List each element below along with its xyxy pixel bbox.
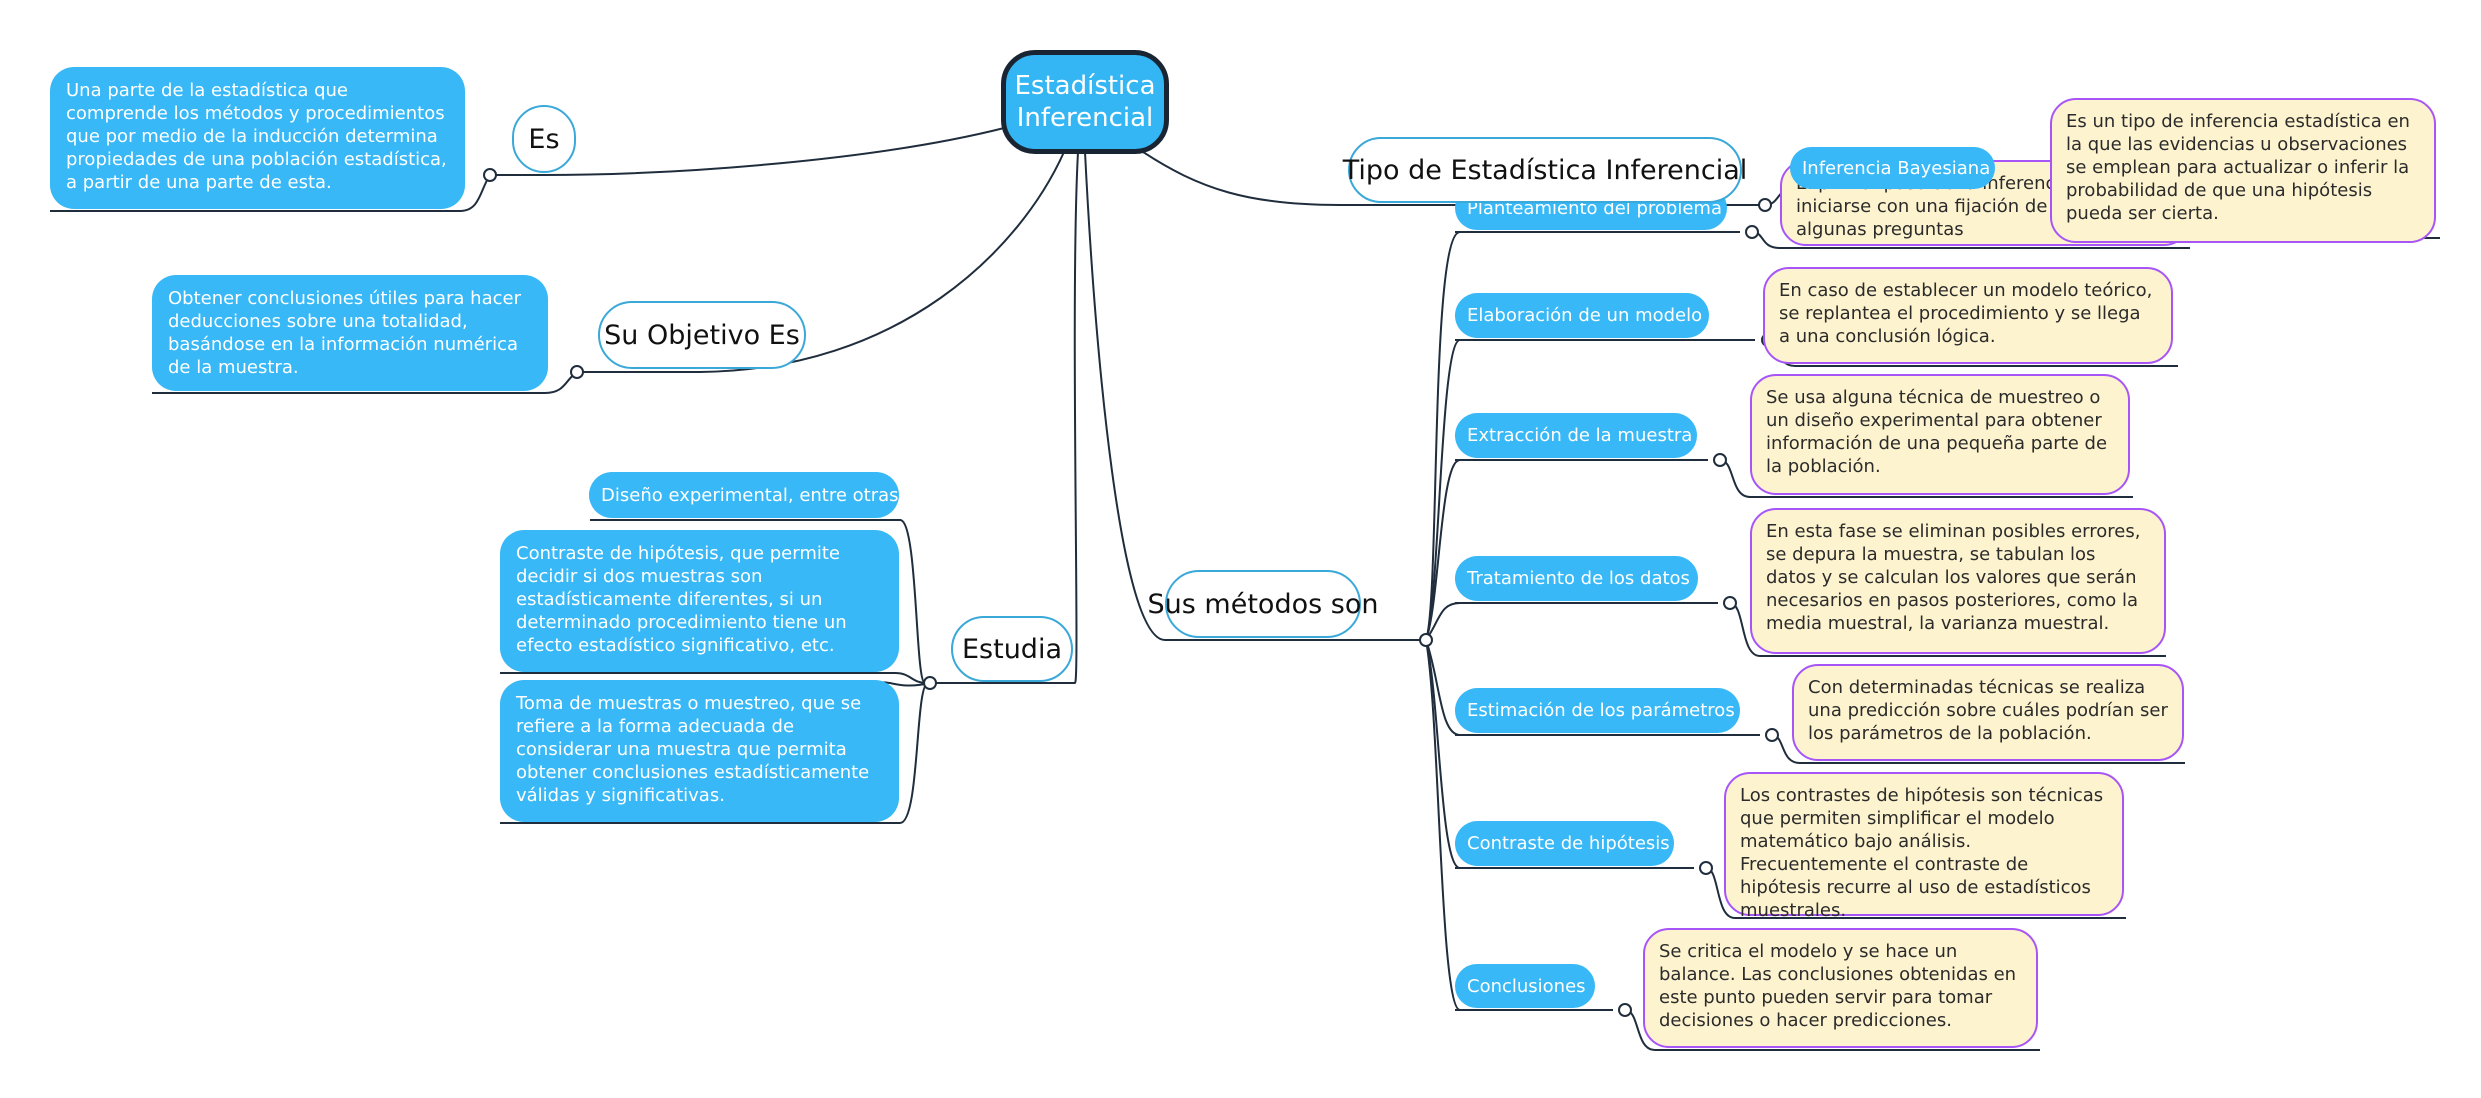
tipo-bayesiana-note-text: Es un tipo de inferencia estadística en … [2066,111,2410,224]
method-contraste-note[interactable]: Los contrastes de hipótesis son técnicas… [1724,772,2124,921]
tipo-bayesiana-label: Inferencia Bayesiana [1802,157,1991,179]
method-extraccion-note-text: Se usa alguna técnica de muestreo o un d… [1766,387,2108,477]
method-contraste-note-text: Los contrastes de hipótesis son técnicas… [1740,785,2104,921]
method-extraccion[interactable]: Extracción de la muestra [1455,413,1697,458]
branch-tipo-label: Tipo de Estadística Inferencial [1342,154,1748,186]
method-modelo-note-text: En caso de establecer un modelo teórico,… [1779,280,2153,347]
method-conclusiones-note-text: Se critica el modelo y se hace un balanc… [1659,941,2017,1031]
method-estimacion[interactable]: Estimación de los parámetros [1455,688,1740,733]
method-estimacion-note[interactable]: Con determinadas técnicas se realiza una… [1792,664,2184,761]
method-estimacion-note-text: Con determinadas técnicas se realiza una… [1808,677,2168,744]
root-node[interactable]: Estadística Inferencial [1001,50,1169,154]
method-modelo-note[interactable]: En caso de establecer un modelo teórico,… [1763,267,2173,364]
method-tratamiento[interactable]: Tratamiento de los datos [1455,556,1698,601]
method-contraste-label: Contraste de hipótesis [1467,833,1670,854]
estudia-item-contraste[interactable]: Contraste de hipótesis, que permite deci… [500,530,899,672]
method-estimacion-label: Estimación de los parámetros [1467,700,1735,721]
method-tratamiento-note-text: En esta fase se eliminan posibles errore… [1766,521,2141,634]
root-label: Estadística Inferencial [1014,71,1156,133]
branch-estudia[interactable]: Estudia [951,616,1073,682]
estudia-item-muestreo[interactable]: Toma de muestras o muestreo, que se refi… [500,680,899,822]
branch-estudia-label: Estudia [961,633,1062,665]
branch-es-label: Es [528,123,560,155]
estudia-item-diseno[interactable]: Diseño experimental, entre otras. [589,472,904,518]
estudia-item-diseno-text: Diseño experimental, entre otras. [601,484,905,506]
method-tratamiento-label: Tratamiento de los datos [1467,568,1690,589]
branch-metodos[interactable]: Sus métodos son [1148,570,1378,638]
tipo-bayesiana[interactable]: Inferencia Bayesiana [1790,147,1995,189]
estudia-item-contraste-text: Contraste de hipótesis, que permite deci… [516,543,847,656]
method-tratamiento-note[interactable]: En esta fase se eliminan posibles errore… [1750,508,2166,654]
method-conclusiones-label: Conclusiones [1467,975,1586,997]
branch-tipo[interactable]: Tipo de Estadística Inferencial [1343,137,1747,203]
method-modelo[interactable]: Elaboración de un modelo [1455,293,1709,338]
branch-objetivo[interactable]: Su Objetivo Es [598,301,806,369]
method-contraste[interactable]: Contraste de hipótesis [1455,821,1674,866]
es-definition-node[interactable]: Una parte de la estadística que comprend… [50,67,465,209]
objetivo-text-node[interactable]: Obtener conclusiones útiles para hacer d… [152,275,548,391]
estudia-item-muestreo-text: Toma de muestras o muestreo, que se refi… [516,693,870,806]
method-conclusiones[interactable]: Conclusiones [1455,964,1595,1008]
method-modelo-label: Elaboración de un modelo [1467,305,1703,326]
method-conclusiones-note[interactable]: Se critica el modelo y se hace un balanc… [1643,928,2038,1048]
objetivo-text: Obtener conclusiones útiles para hacer d… [168,288,521,378]
tipo-bayesiana-note[interactable]: Es un tipo de inferencia estadística en … [2050,98,2436,243]
branch-metodos-label: Sus métodos son [1147,588,1379,620]
method-extraccion-label: Extracción de la muestra [1467,425,1693,446]
es-definition-text: Una parte de la estadística que comprend… [66,80,447,193]
branch-objetivo-label: Su Objetivo Es [604,319,800,351]
branch-es[interactable]: Es [512,105,576,173]
method-extraccion-note[interactable]: Se usa alguna técnica de muestreo o un d… [1750,374,2130,495]
